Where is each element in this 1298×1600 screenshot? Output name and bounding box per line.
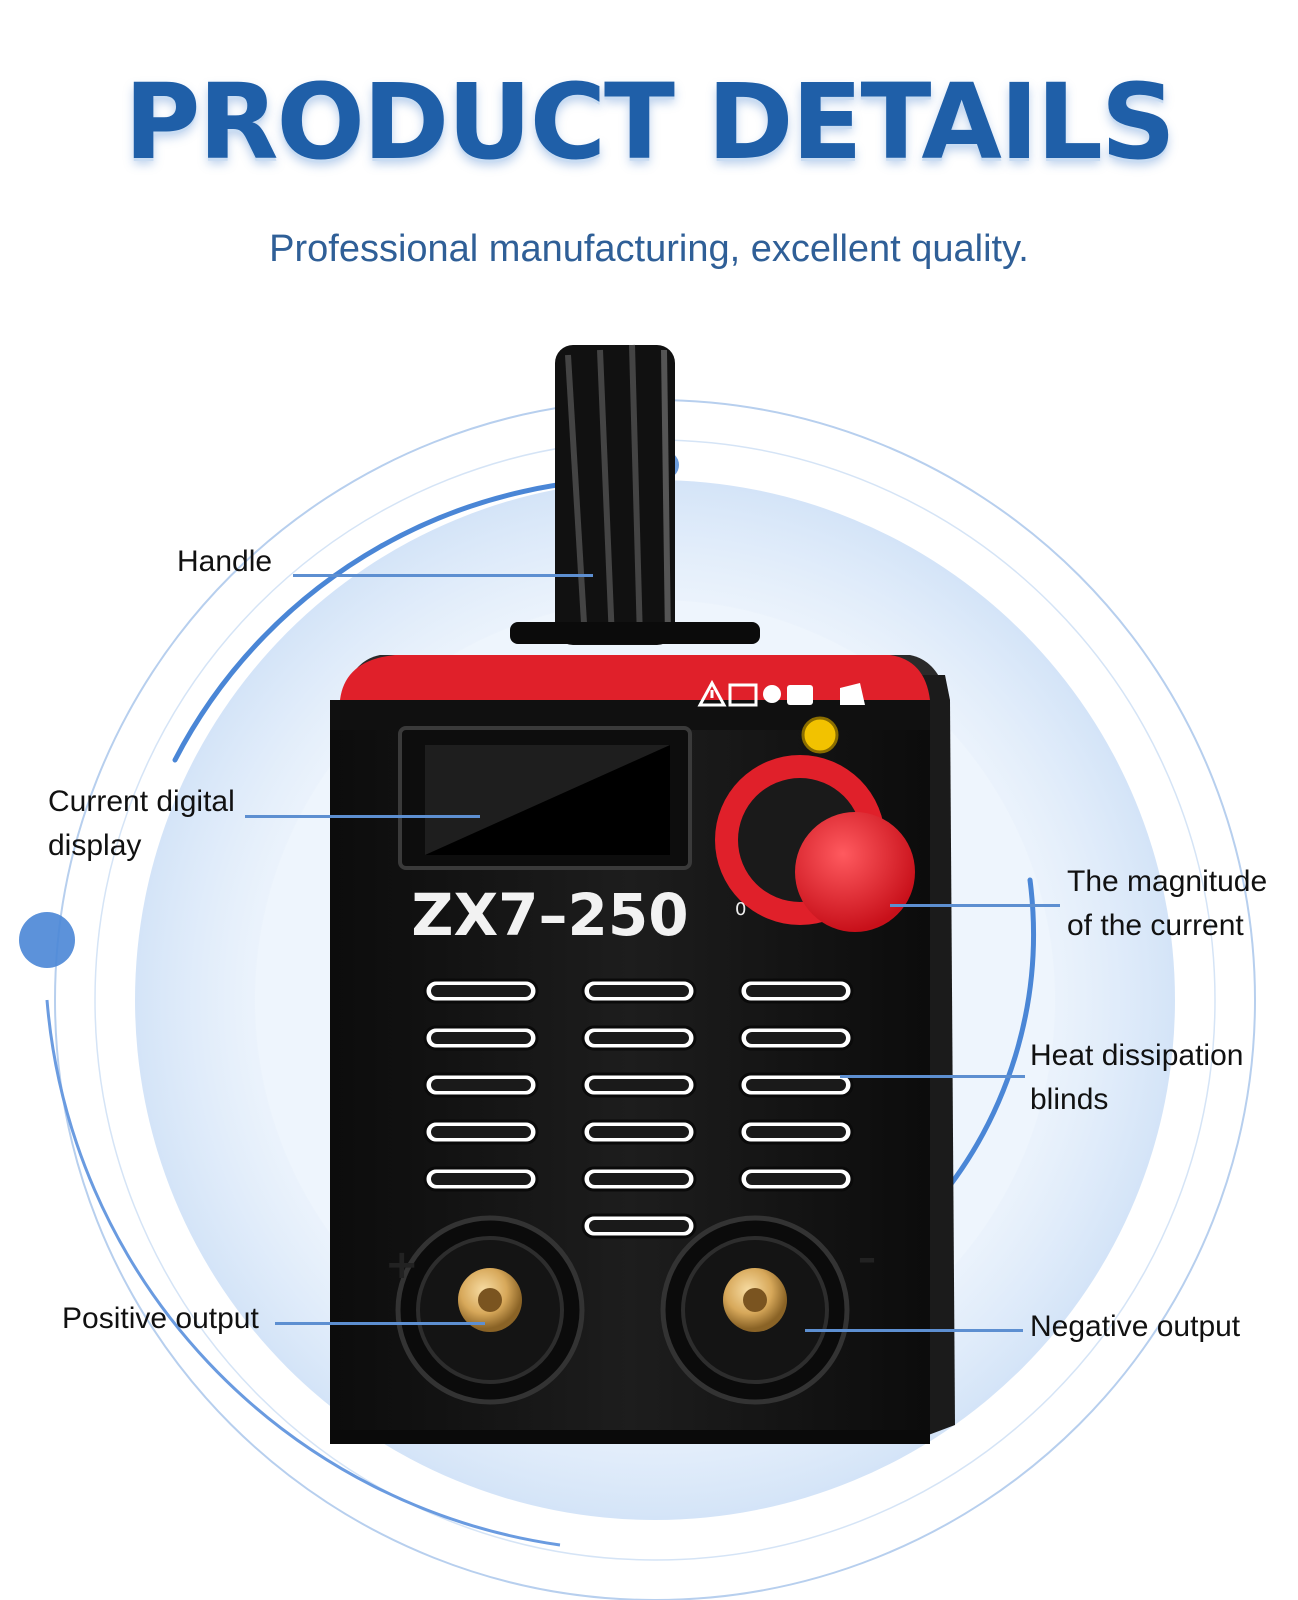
indicator-led (801, 716, 839, 754)
vent-slot-shadow (589, 1032, 689, 1044)
callout-negative: Negative output (1030, 1310, 1241, 1343)
positive-leader-line (275, 1322, 485, 1325)
callout-positive: Positive output (62, 1302, 259, 1335)
model-label: ZX7–250 (411, 881, 688, 949)
negative-leader-line (805, 1329, 1023, 1332)
manual-icon (728, 683, 758, 707)
page-subtitle: Professional manufacturing, excellent qu… (269, 228, 1029, 270)
accent-dot (19, 912, 75, 968)
callout-display: Current digital display (48, 785, 235, 862)
vent-slot-shadow (431, 1079, 531, 1091)
vent-slot-shadow (589, 1220, 689, 1232)
vent-slot-shadow (431, 1126, 531, 1138)
display-leader-line (245, 815, 480, 818)
current-leader-line (890, 904, 1060, 907)
positive-symbol: + (385, 1242, 419, 1288)
negative-terminal (660, 1215, 850, 1405)
vent-slot-shadow (746, 1173, 846, 1185)
vent-slot-shadow (431, 985, 531, 997)
vent-slot-shadow (589, 985, 689, 997)
digital-display (398, 726, 692, 870)
base (330, 1430, 930, 1444)
fan-icon (763, 685, 781, 703)
vent-slot-shadow (746, 1126, 846, 1138)
callout-handle: Handle (177, 545, 273, 578)
warning-triangle-icon (697, 679, 727, 707)
vent-slot-shadow (589, 1079, 689, 1091)
warning-icons (697, 679, 865, 707)
dial-min-label: 0 (735, 899, 746, 920)
handle (510, 344, 760, 645)
vent-slot-shadow (746, 1079, 846, 1091)
vent-slot-shadow (746, 1032, 846, 1044)
vent-slot-shadow (746, 985, 846, 997)
blinds-leader-line (840, 1075, 1025, 1078)
current-knob[interactable] (795, 812, 915, 932)
positive-terminal (395, 1215, 585, 1405)
vent-slot-shadow (589, 1173, 689, 1185)
glove-icon (840, 683, 865, 705)
current-dial[interactable]: 0 (715, 755, 915, 932)
heat-dissipation-blinds (423, 978, 854, 1239)
callout-blinds: Heat dissipation blinds (1030, 1039, 1244, 1116)
socket-icon (787, 685, 813, 705)
page-title: PRODUCT DETAILS (124, 61, 1176, 183)
vent-slot-shadow (431, 1173, 531, 1185)
vent-slot-shadow (431, 1032, 531, 1044)
negative-symbol: – (858, 1238, 876, 1279)
callout-current: The magnitude of the current (1067, 865, 1268, 942)
red-top-band (340, 655, 930, 700)
vent-slot-shadow (589, 1126, 689, 1138)
handle-leader-line (293, 574, 593, 577)
